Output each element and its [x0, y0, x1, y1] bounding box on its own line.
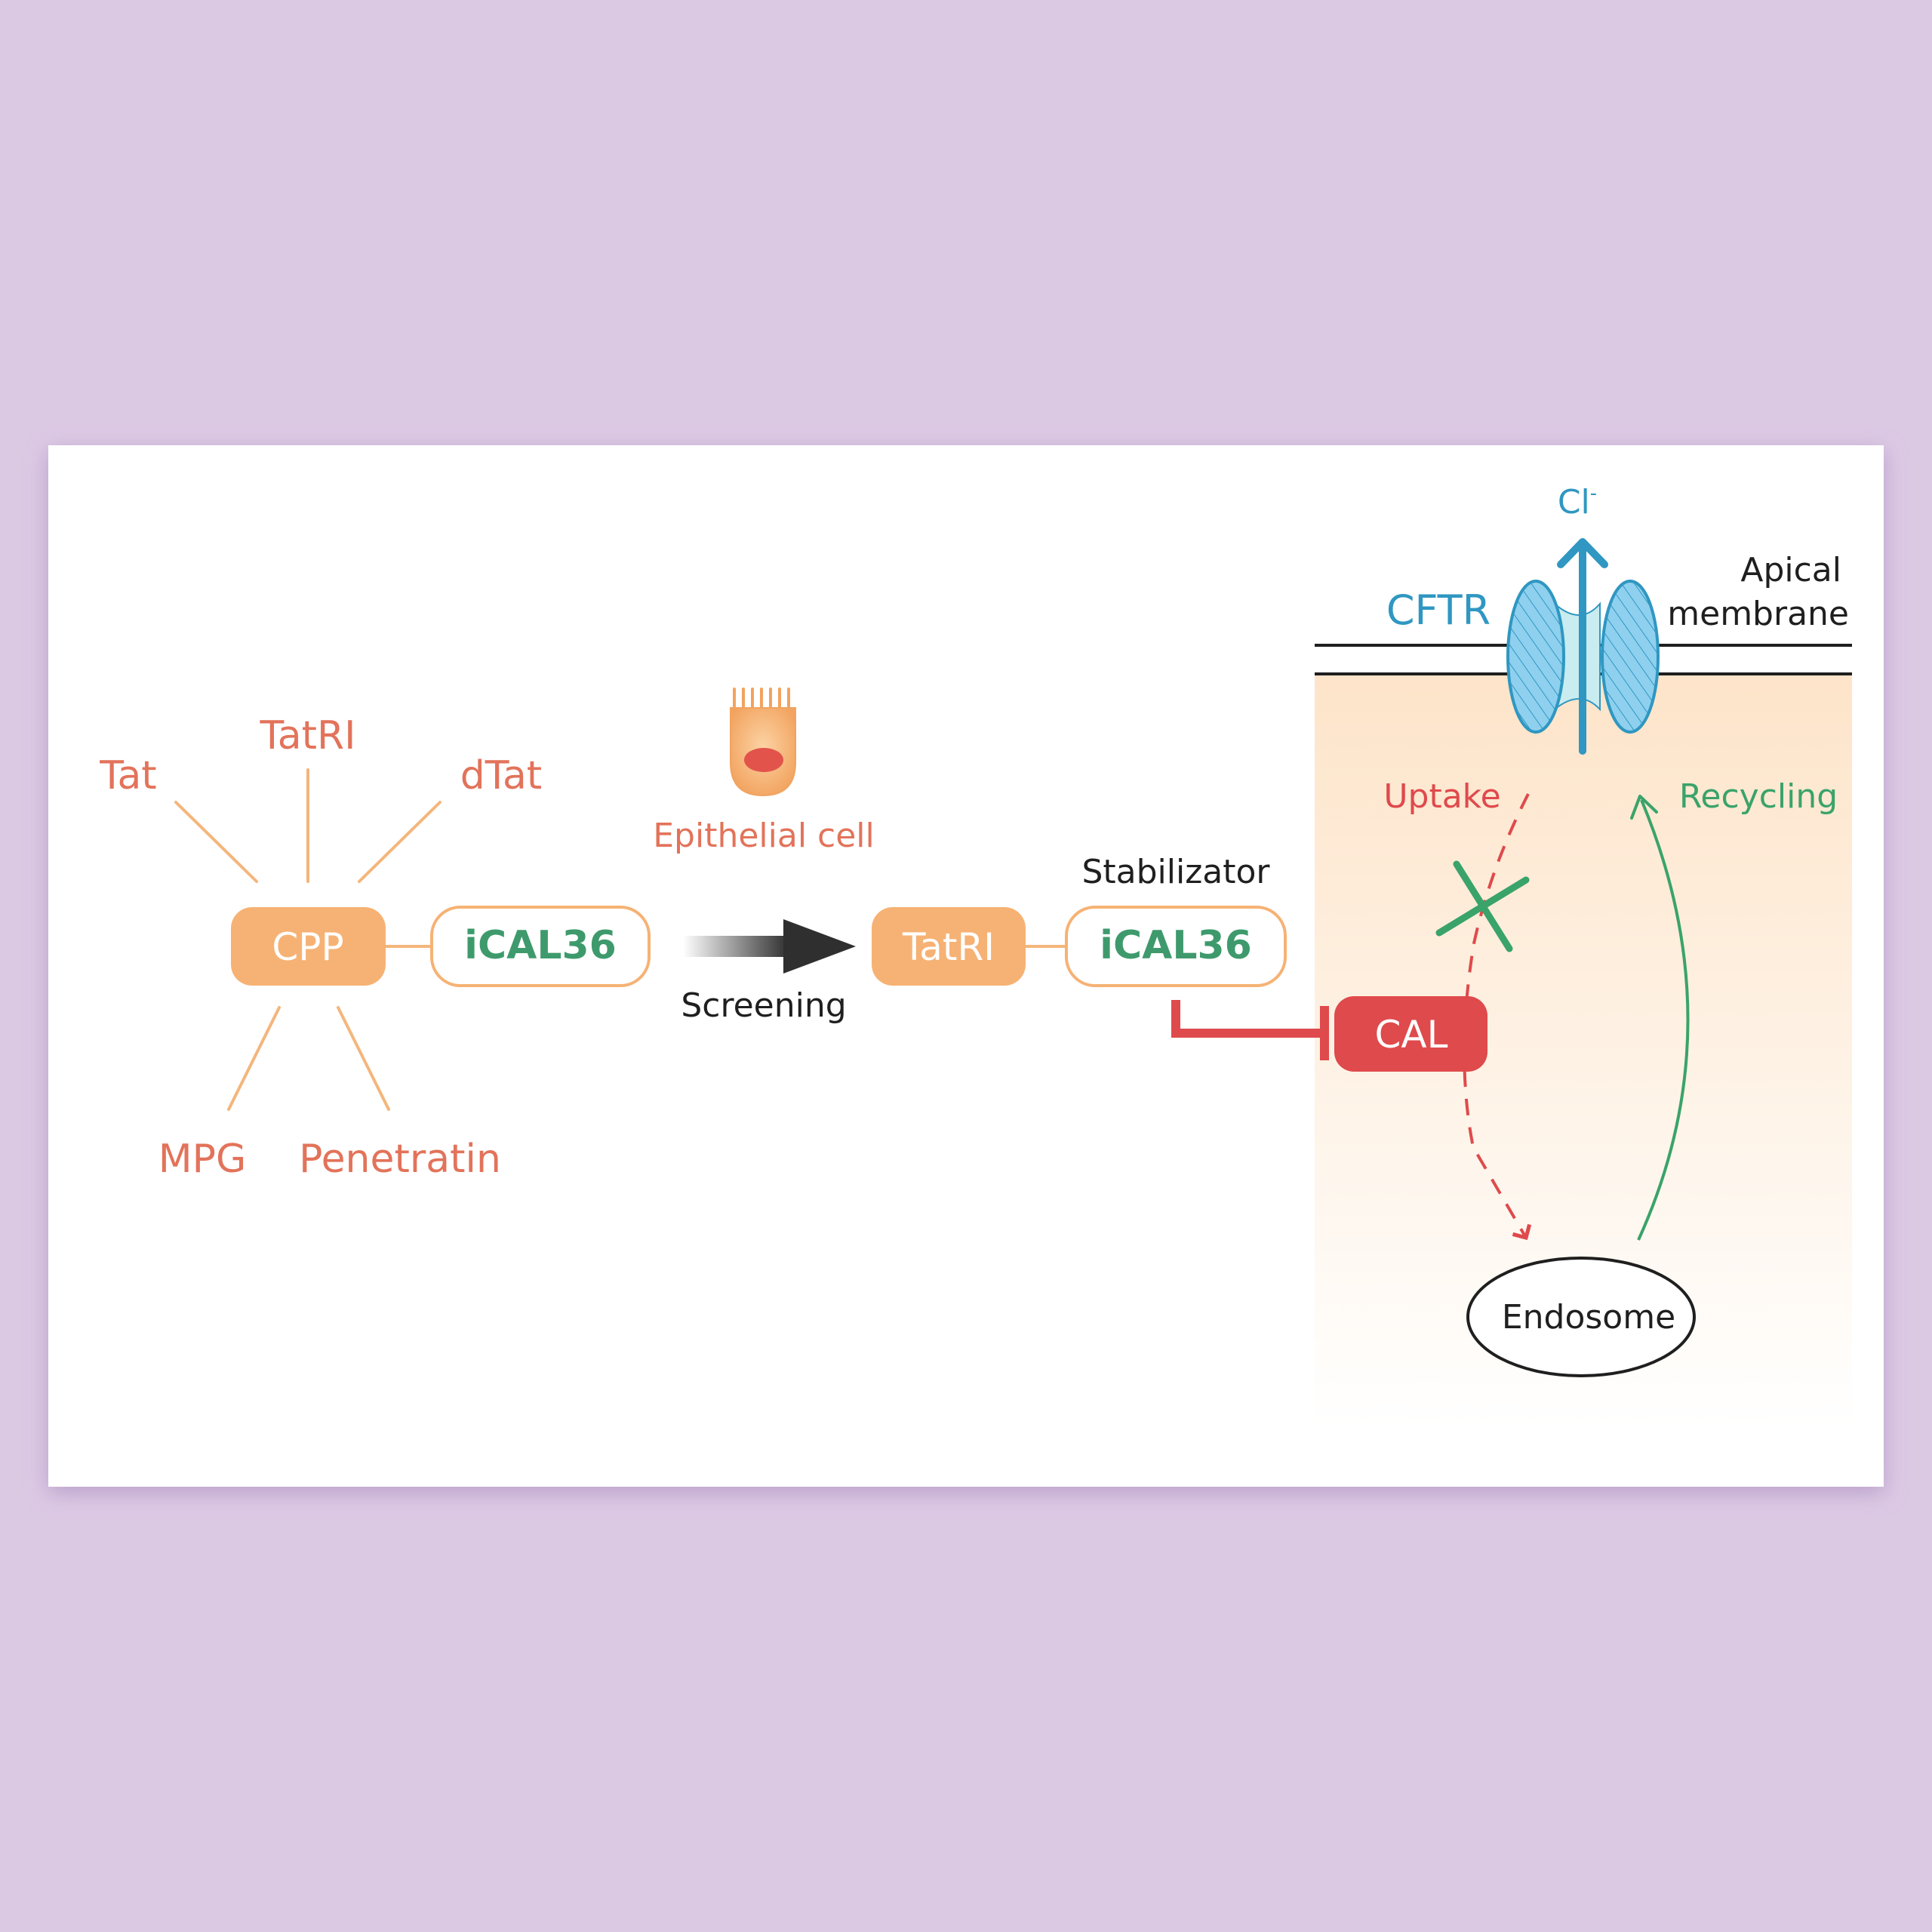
tatri-box-label: TatRI: [902, 925, 995, 969]
cftr-channel: [1506, 580, 1660, 734]
recycling-label: Recycling: [1679, 777, 1838, 816]
spoke-mpg: [227, 1006, 281, 1111]
apical-label-line2: membrane: [1667, 595, 1849, 633]
stabilizator-label: Stabilizator: [1081, 853, 1270, 891]
epithelial-cell-icon: [730, 688, 796, 797]
ical36-box-right: [1065, 906, 1287, 987]
uptake-label: Uptake: [1383, 777, 1500, 816]
cal-box-label: CAL: [1375, 1013, 1448, 1057]
uptake-path: [1463, 793, 1532, 1241]
ical36-box-right-label: iCAL36: [1100, 923, 1252, 968]
cpp-spokes: [174, 768, 441, 1111]
cftr-subunit-right: [1601, 580, 1660, 734]
cal-box: [1334, 996, 1487, 1072]
spoke-dtat: [358, 801, 441, 883]
inhibition-connector: [1171, 1000, 1324, 1038]
peptide-tatri: TatRI: [260, 713, 356, 758]
spoke-tat: [174, 801, 258, 883]
peptide-tat: Tat: [99, 753, 156, 798]
screening-arrow: [683, 919, 856, 974]
cell-nucleus: [744, 748, 783, 772]
chloride-ion-label: Cl-: [1558, 482, 1597, 521]
ical36-box-left: [430, 906, 651, 987]
epithelial-cell-label: Epithelial cell: [653, 817, 875, 855]
chloride-flux-arrow: [1557, 538, 1608, 755]
blocked-x-icon: [1435, 860, 1530, 952]
endosome: [1466, 1257, 1696, 1377]
tatri-box: [872, 907, 1026, 986]
recycling-arrowhead: [1630, 795, 1658, 820]
spoke-penetratin: [337, 1006, 390, 1111]
peptide-mpg: MPG: [158, 1137, 247, 1182]
peptide-dtat: dTat: [460, 753, 542, 798]
cpp-box-label: CPP: [272, 925, 343, 969]
cftr-subunit-left: [1506, 580, 1565, 734]
endosome-label: Endosome: [1502, 1298, 1675, 1337]
cftr-label: CFTR: [1386, 586, 1491, 634]
screening-label: Screening: [681, 986, 846, 1025]
peptide-penetratin: Penetratin: [299, 1137, 501, 1182]
cpp-box: [231, 907, 386, 986]
ical36-box-left-label: iCAL36: [464, 923, 617, 968]
recycling-path: [1637, 799, 1690, 1241]
apical-label-line1: Apical: [1740, 551, 1841, 589]
